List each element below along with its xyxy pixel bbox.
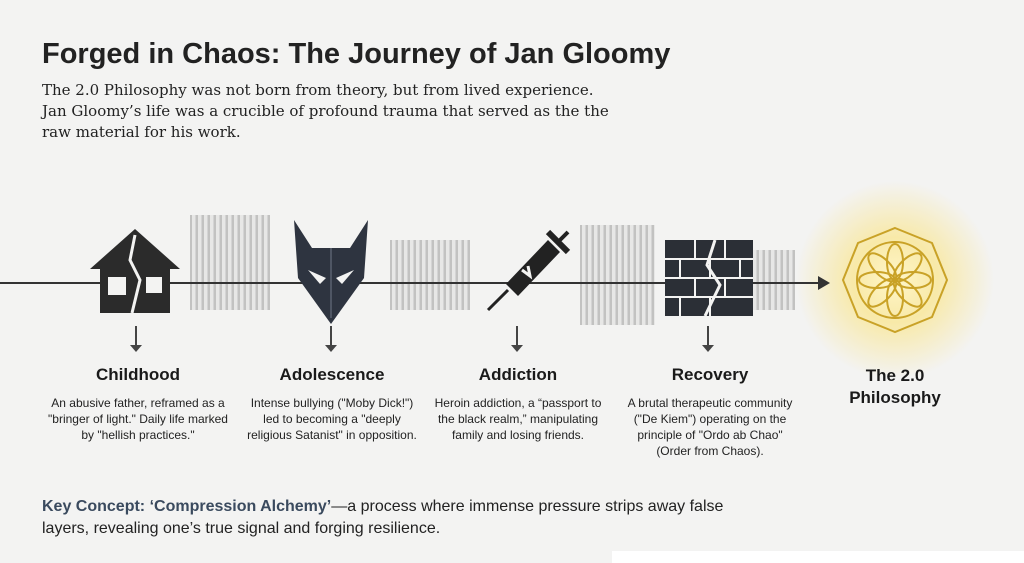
- noise-texture: [390, 240, 470, 310]
- stage-title: Adolescence: [279, 365, 385, 384]
- stage-description: Intense bullying ("Moby Dick!") led to b…: [247, 396, 417, 442]
- golden-mandala-icon: [841, 226, 949, 334]
- demon-mask-icon: [294, 220, 368, 324]
- timeline-line: [0, 282, 822, 284]
- stage-description: An abusive father, reframed as a "bringe…: [48, 396, 228, 442]
- key-concept: Key Concept: ‘Compression Alchemy’—a pro…: [42, 496, 762, 540]
- timeline-arrow-icon: [818, 276, 830, 290]
- key-concept-label: Key Concept: ‘Compression Alchemy’: [42, 498, 332, 515]
- stage-philosophy: The 2.0 Philosophy: [835, 365, 955, 419]
- stage-addiction: Addiction Heroin addiction, a “passport …: [428, 365, 608, 443]
- stage-childhood: Childhood An abusive father, reframed as…: [48, 365, 228, 443]
- broken-syringe-icon: [486, 229, 571, 312]
- down-arrow-icon: [702, 326, 714, 352]
- noise-texture: [745, 250, 795, 310]
- cracked-wall-icon: [665, 240, 753, 317]
- stage-title: The 2.0 Philosophy: [849, 366, 941, 407]
- white-strip: [612, 551, 1024, 563]
- key-concept-text: —a process where immense pressure strips…: [42, 498, 724, 537]
- noise-texture: [190, 215, 270, 310]
- stage-title: Recovery: [671, 365, 749, 384]
- broken-house-icon: [90, 229, 180, 314]
- down-arrow-icon: [130, 326, 142, 352]
- noise-texture: [580, 225, 655, 325]
- down-arrow-icon: [511, 326, 523, 352]
- stage-title: Childhood: [95, 365, 181, 384]
- down-arrow-icon: [325, 326, 337, 352]
- stage-recovery: Recovery A brutal therapeutic community …: [620, 365, 800, 459]
- stage-description: A brutal therapeutic community ("De Kiem…: [627, 396, 793, 458]
- stage-adolescence: Adolescence Intense bullying ("Moby Dick…: [242, 365, 422, 443]
- intro-text: The 2.0 Philosophy was not born from the…: [42, 81, 609, 141]
- stage-description: Heroin addiction, a “passport to the bla…: [434, 396, 602, 442]
- page-title: Forged in Chaos: The Journey of Jan Gloo…: [42, 38, 671, 70]
- stage-title: Addiction: [478, 365, 558, 384]
